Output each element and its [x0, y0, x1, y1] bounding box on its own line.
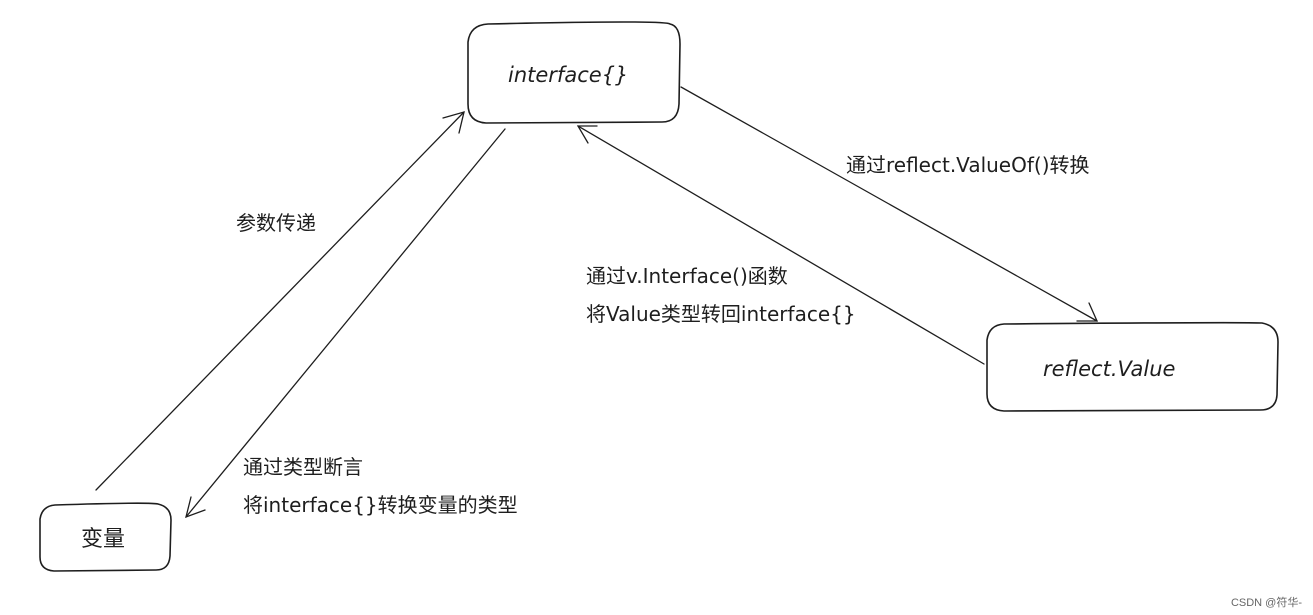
edge-param-pass-label: 参数传递 — [236, 211, 316, 235]
node-variable-box — [39, 502, 172, 572]
edge-type-assert-arrowhead — [185, 496, 206, 519]
edge-value-of-label: 通过reflect.ValueOf()转换 — [846, 153, 1090, 177]
node-reflect-value-box — [986, 321, 1279, 412]
node-interface: interface{} — [467, 21, 681, 124]
node-interface-label: interface{} — [508, 63, 628, 87]
edge-interface-back-arrowhead — [576, 125, 598, 144]
edge-param-pass-arrowhead — [442, 111, 465, 134]
edge-type-assert-label-line2: 将interface{}转换变量的类型 — [243, 493, 518, 517]
node-reflect-value: reflect.Value — [986, 321, 1279, 412]
node-interface-box — [467, 21, 681, 124]
edge-type-assert-line — [185, 128, 506, 518]
node-variable: 变量 — [39, 502, 172, 572]
edge-param-pass: 参数传递 — [95, 111, 465, 491]
edge-param-pass-line — [95, 111, 465, 491]
edge-value-of-line — [680, 86, 1098, 322]
node-variable-label: 变量 — [81, 527, 125, 552]
edge-type-assert: 通过类型断言 将interface{}转换变量的类型 — [185, 128, 518, 519]
watermark: CSDN @符华- — [1231, 595, 1302, 609]
edge-interface-back: 通过v.Interface()函数 将Value类型转回interface{} — [576, 125, 985, 365]
edge-value-of-arrowhead — [1076, 302, 1099, 322]
edge-interface-back-label-line2: 将Value类型转回interface{} — [586, 302, 856, 326]
edge-interface-back-line — [577, 125, 985, 365]
edge-value-of: 通过reflect.ValueOf()转换 — [680, 86, 1099, 322]
node-reflect-value-label: reflect.Value — [1043, 357, 1175, 381]
edge-type-assert-label-line1: 通过类型断言 — [243, 455, 363, 479]
edge-interface-back-label-line1: 通过v.Interface()函数 — [586, 264, 788, 288]
